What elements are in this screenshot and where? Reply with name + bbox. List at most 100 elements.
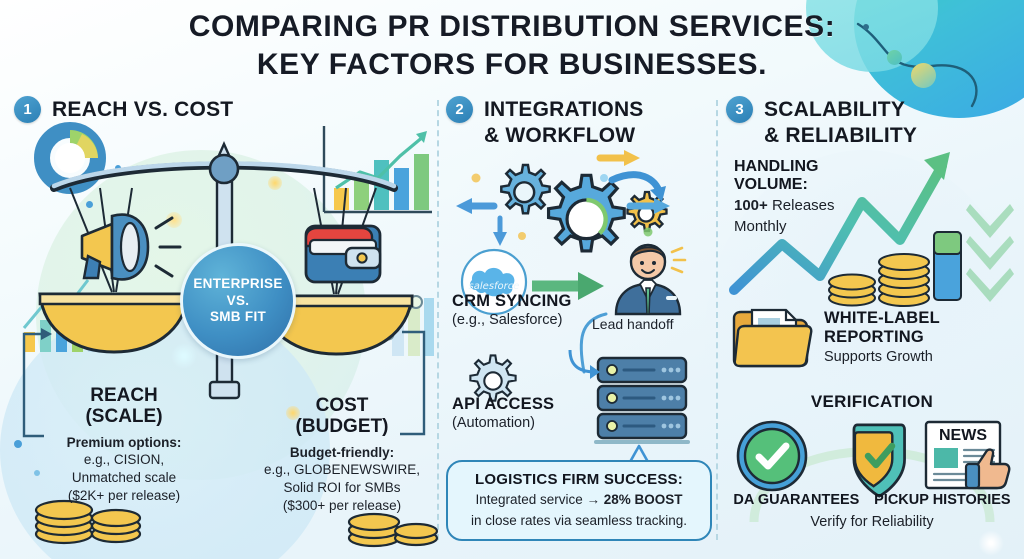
decorative-dot bbox=[286, 406, 300, 420]
person-avatar-icon bbox=[614, 243, 687, 316]
callout-title: LOGISTICS FIRM SUCCESS: bbox=[475, 471, 683, 488]
server-rack-icon bbox=[594, 356, 690, 444]
handling-volume-title-line-1: HANDLING bbox=[734, 158, 819, 175]
section-3-number-badge: 3 bbox=[726, 96, 753, 123]
column-divider bbox=[716, 100, 718, 540]
cost-line-1: e.g., GLOBENEWSWIRE, bbox=[263, 462, 421, 478]
white-label-title-line-2: REPORTING bbox=[824, 328, 924, 346]
section-1-number-badge: 1 bbox=[14, 96, 41, 123]
api-access-label: API ACCESS bbox=[452, 395, 555, 413]
verification-footer: Verify for Reliability bbox=[810, 514, 934, 530]
decorative-dot bbox=[14, 440, 22, 448]
reach-line-2: Unmatched scale bbox=[71, 470, 177, 486]
section-reach-vs-cost: 1 REACH VS. COST bbox=[14, 96, 439, 551]
verification-labels: DA GUARANTEES PICKUP HISTORIES bbox=[726, 492, 1018, 508]
section-2-heading: 2 INTEGRATIONS & WORKFLOW bbox=[446, 96, 714, 148]
handling-volume-value-rest: Releases bbox=[767, 197, 835, 215]
reach-line-1: e.g., CISION, bbox=[83, 452, 165, 468]
crm-syncing-label: CRM SYNCING bbox=[452, 292, 572, 310]
growth-trend-illustration bbox=[729, 152, 1014, 307]
callout-body-bold: 28% BOOST bbox=[603, 492, 683, 507]
column-divider bbox=[437, 100, 439, 540]
page-title: COMPARING PR DISTRIBUTION SERVICES: KEY … bbox=[0, 8, 1024, 85]
decorative-dot bbox=[887, 50, 902, 65]
cost-line-3: ($300+ per release) bbox=[282, 497, 402, 513]
cost-heading: Budget-friendly: bbox=[289, 444, 395, 460]
section-2-title-line-2: & WORKFLOW bbox=[484, 123, 636, 147]
section-2-number-badge: 2 bbox=[446, 96, 473, 123]
center-badge-line-1: ENTERPRISE bbox=[193, 276, 283, 292]
salesforce-cloud-icon: salesforce bbox=[460, 248, 528, 316]
wallet-icon bbox=[304, 224, 382, 284]
callout-body-pre: Integrated service → bbox=[475, 492, 604, 507]
connector-arrow-left bbox=[22, 328, 52, 438]
connector-curve bbox=[579, 312, 608, 374]
arrow-curve-down bbox=[568, 349, 600, 379]
api-access-item: API ACCESS (Automation) bbox=[452, 395, 554, 431]
handling-volume-value: 100+ Releases bbox=[734, 197, 884, 215]
reach-line-3: ($2K+ per release) bbox=[67, 487, 181, 503]
decorative-dot bbox=[34, 470, 40, 476]
logistics-success-callout: LOGISTICS FIRM SUCCESS: Integrated servi… bbox=[446, 460, 712, 542]
section-1-title: REACH VS. COST bbox=[52, 98, 234, 121]
megaphone-icon bbox=[80, 213, 182, 281]
crm-syncing-item: CRM SYNCING (e.g., Salesforce) bbox=[452, 292, 572, 328]
gear-icon bbox=[500, 163, 551, 215]
verification-icons-group: NEWS bbox=[736, 420, 1011, 498]
cost-subtitle: (BUDGET) bbox=[295, 415, 389, 437]
center-badge-line-2: VS. bbox=[226, 292, 250, 308]
handling-volume-block: HANDLING VOLUME: 100+ Releases Monthly bbox=[734, 158, 884, 236]
svg-text:salesforce: salesforce bbox=[469, 281, 520, 292]
api-access-value: (Automation) bbox=[452, 415, 536, 431]
title-line-2: KEY FACTORS FOR BUSINESSES. bbox=[256, 48, 768, 82]
gold-shield-check-icon bbox=[852, 423, 906, 498]
verification-title: VERIFICATION bbox=[810, 392, 934, 411]
handling-volume-value-bold: 100+ bbox=[734, 197, 768, 215]
svg-text:NEWS: NEWS bbox=[939, 427, 987, 444]
folder-document-icon bbox=[732, 308, 813, 368]
title-line-1: COMPARING PR DISTRIBUTION SERVICES: bbox=[188, 10, 836, 43]
gears-workflow-illustration bbox=[456, 150, 670, 253]
section-integrations-workflow: 2 INTEGRATIONS & WORKFLOW bbox=[446, 96, 714, 551]
coin-stack-icon bbox=[347, 512, 439, 548]
reach-title: REACH bbox=[90, 385, 158, 406]
reach-heading: Premium options: bbox=[66, 434, 182, 450]
cost-line-2: Solid ROI for SMBs bbox=[283, 480, 401, 496]
coin-stack-icon bbox=[34, 499, 142, 545]
gear-icon bbox=[469, 354, 517, 402]
handling-volume-title-line-2: VOLUME: bbox=[734, 176, 808, 194]
section-3-heading: 3 SCALABILITY & RELIABILITY bbox=[726, 96, 1018, 148]
decorative-sparkle bbox=[978, 530, 1004, 556]
balance-scale-illustration bbox=[38, 141, 414, 400]
cost-pan-label: COST (BUDGET) Budget-friendly: e.g., GLO… bbox=[242, 395, 442, 515]
da-guarantees-label: DA GUARANTEES bbox=[733, 492, 860, 508]
center-badge-line-3: SMB FIT bbox=[209, 309, 267, 325]
section-3-title-line-2: & RELIABILITY bbox=[764, 123, 918, 147]
lead-handoff-label: Lead handoff bbox=[592, 316, 674, 332]
decorative-glow bbox=[171, 343, 197, 369]
decorative-dot bbox=[268, 176, 282, 190]
handling-volume-value-line-2: Monthly bbox=[734, 218, 787, 236]
section-3-title-line-1: SCALABILITY bbox=[764, 98, 906, 121]
decorative-dot bbox=[166, 212, 182, 228]
decorative-dot bbox=[911, 63, 936, 88]
section-1-heading: 1 REACH VS. COST bbox=[14, 96, 434, 123]
white-label-title-line-1: WHITE-LABEL bbox=[824, 308, 940, 327]
section-2-title-line-1: INTEGRATIONS bbox=[484, 98, 644, 121]
news-thumbs-up-icon: NEWS bbox=[924, 420, 1011, 490]
reach-pan-label: REACH (SCALE) Premium options: e.g., CIS… bbox=[24, 385, 224, 505]
green-check-badge-icon bbox=[736, 420, 808, 492]
enterprise-vs-smb-badge: ENTERPRISE VS. SMB FIT bbox=[180, 243, 296, 359]
decorative-dot bbox=[863, 24, 869, 30]
gear-icon bbox=[546, 173, 626, 253]
callout-body-line-1: Integrated service → 28% BOOST bbox=[458, 491, 700, 509]
arrow-right-green bbox=[532, 272, 604, 300]
chevron-up-icon bbox=[966, 204, 1014, 302]
cost-title: COST bbox=[315, 395, 369, 416]
section-scalability-reliability: 3 SCALABILITY & RELIABILITY bbox=[726, 96, 1018, 556]
white-label-reporting-row: WHITE-LABEL REPORTING Supports Growth bbox=[730, 304, 940, 370]
crm-syncing-value: (e.g., Salesforce) bbox=[452, 312, 563, 328]
reach-subtitle: (SCALE) bbox=[85, 405, 163, 427]
callout-body-line-2: in close rates via seamless tracking. bbox=[470, 512, 688, 528]
